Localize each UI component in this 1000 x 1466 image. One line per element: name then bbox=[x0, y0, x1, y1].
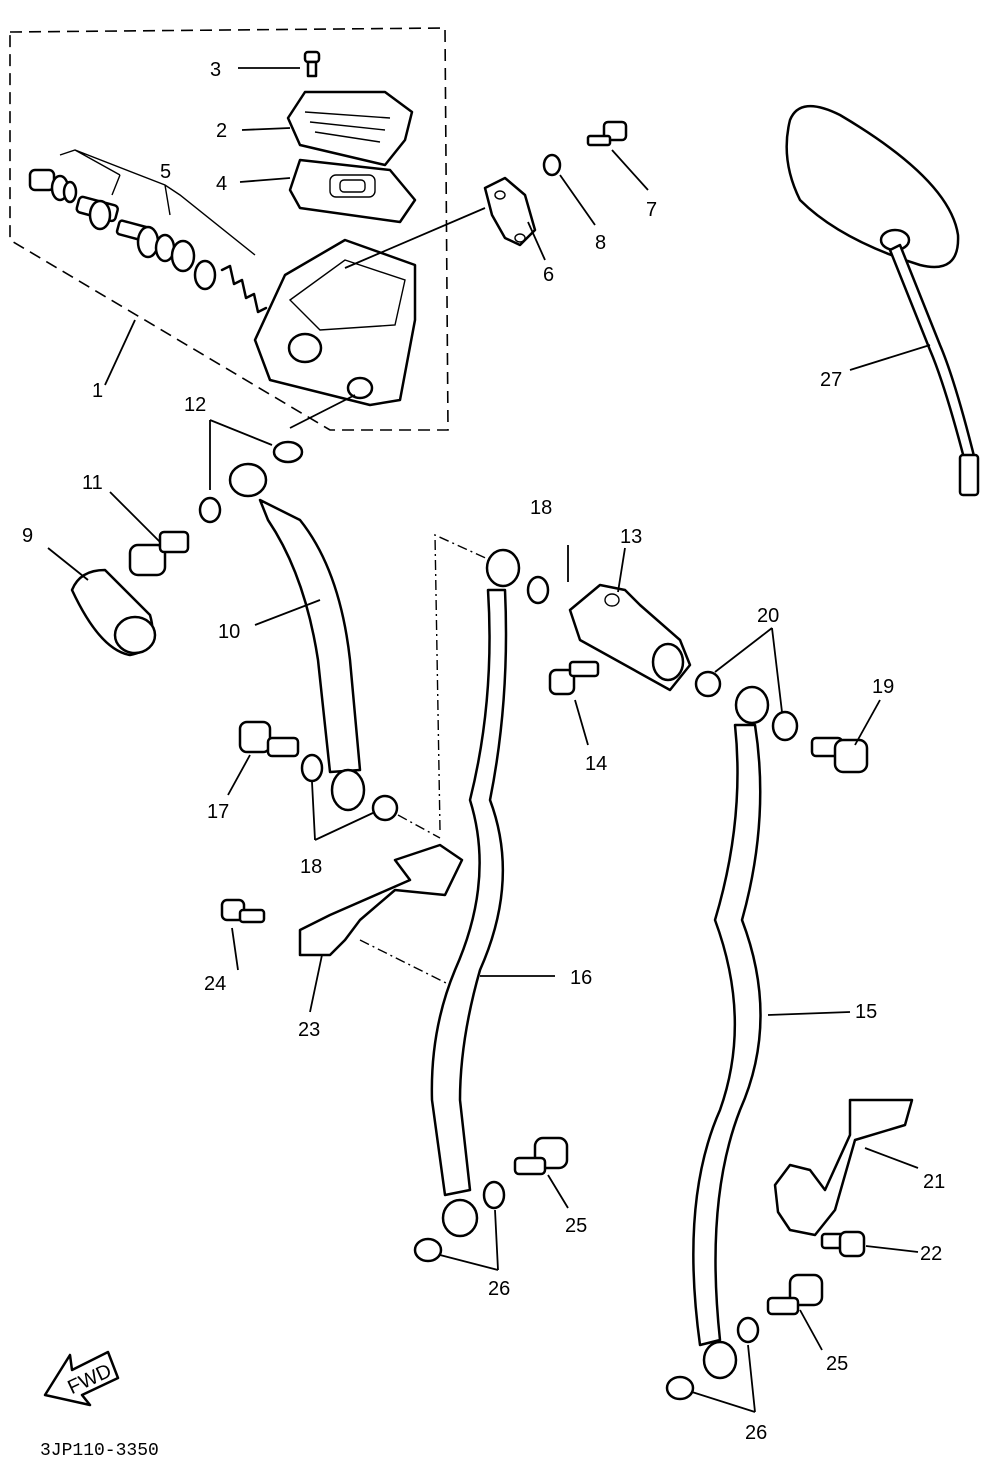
part-26-washer-b bbox=[413, 1237, 443, 1263]
label-22: 22 bbox=[920, 1243, 942, 1265]
part-19-union-bolt bbox=[810, 736, 869, 774]
label-23: 23 bbox=[298, 1019, 320, 1041]
label-12: 12 bbox=[184, 394, 206, 416]
part-11-union-bolt bbox=[128, 530, 190, 577]
part-27-mirror bbox=[785, 104, 980, 497]
part-6-clamp bbox=[483, 176, 537, 247]
label-25-right: 25 bbox=[826, 1353, 848, 1375]
part-9-cap bbox=[70, 568, 157, 657]
part-12-washer-b bbox=[198, 496, 222, 524]
label-21: 21 bbox=[923, 1171, 945, 1193]
part-23-hose-holder bbox=[298, 843, 464, 957]
part-26-washer-d bbox=[665, 1375, 695, 1401]
label-3: 3 bbox=[210, 59, 221, 81]
part-21-hose-holder bbox=[773, 1098, 914, 1237]
part-10-brake-hose bbox=[228, 462, 366, 812]
part-18-washer-b bbox=[371, 794, 399, 822]
label-17: 17 bbox=[207, 801, 229, 823]
part-17-union-bolt bbox=[238, 720, 300, 758]
label-18-top: 18 bbox=[530, 497, 552, 519]
part-4-diaphragm bbox=[288, 158, 417, 224]
label-8: 8 bbox=[595, 232, 606, 254]
label-25-left: 25 bbox=[565, 1215, 587, 1237]
label-6: 6 bbox=[543, 264, 554, 286]
label-1: 1 bbox=[92, 380, 103, 402]
part-13-brake-joint bbox=[568, 583, 692, 692]
part-26-washer-a bbox=[482, 1180, 506, 1210]
label-9: 9 bbox=[22, 525, 33, 547]
label-13: 13 bbox=[620, 526, 642, 548]
alignment-lines bbox=[359, 533, 491, 986]
label-5: 5 bbox=[160, 161, 171, 183]
part-24-bolt bbox=[220, 898, 266, 924]
fwd-arrow-icon bbox=[43, 1350, 120, 1407]
part-12-washer-a bbox=[272, 440, 304, 464]
master-cylinder-body bbox=[253, 238, 417, 407]
label-7: 7 bbox=[646, 199, 657, 221]
label-16: 16 bbox=[570, 967, 592, 989]
part-25-union-bolt-b bbox=[766, 1273, 824, 1316]
part-18-washer-a bbox=[300, 753, 324, 783]
label-20: 20 bbox=[757, 605, 779, 627]
part-8-washer bbox=[542, 153, 562, 177]
part-15-brake-hose bbox=[692, 685, 770, 1380]
label-14: 14 bbox=[585, 753, 607, 775]
diagram-code: 3JP110-3350 bbox=[40, 1441, 159, 1461]
part-5-piston-kit bbox=[28, 149, 268, 314]
assembly-1-boundary bbox=[9, 27, 449, 431]
label-27: 27 bbox=[820, 369, 842, 391]
label-2: 2 bbox=[216, 120, 227, 142]
label-18-bottom: 18 bbox=[300, 856, 322, 878]
label-11: 11 bbox=[82, 472, 103, 494]
label-26-left: 26 bbox=[488, 1278, 510, 1300]
part-labels: 3 2 4 5 6 7 8 1 27 12 11 9 10 18 13 20 1… bbox=[22, 59, 945, 1461]
part-7-bolt bbox=[586, 120, 628, 147]
part-20-washer-a bbox=[694, 670, 722, 698]
label-24: 24 bbox=[204, 973, 226, 995]
part-2-reservoir-cap bbox=[286, 90, 414, 167]
part-20-washer-b bbox=[771, 710, 799, 742]
part-18-washer-c bbox=[526, 575, 550, 605]
label-4: 4 bbox=[216, 173, 227, 195]
label-26-right: 26 bbox=[745, 1422, 767, 1444]
leader-lines bbox=[47, 67, 931, 1413]
part-26-washer-c bbox=[736, 1316, 760, 1344]
part-25-union-bolt-a bbox=[513, 1136, 569, 1176]
part-14-bolt bbox=[548, 660, 600, 696]
label-19: 19 bbox=[872, 676, 894, 698]
part-16-brake-hose bbox=[430, 548, 521, 1238]
label-10: 10 bbox=[218, 621, 240, 643]
part-22-bolt bbox=[820, 1230, 866, 1258]
label-15: 15 bbox=[855, 1001, 877, 1023]
part-3-screw bbox=[303, 50, 321, 78]
